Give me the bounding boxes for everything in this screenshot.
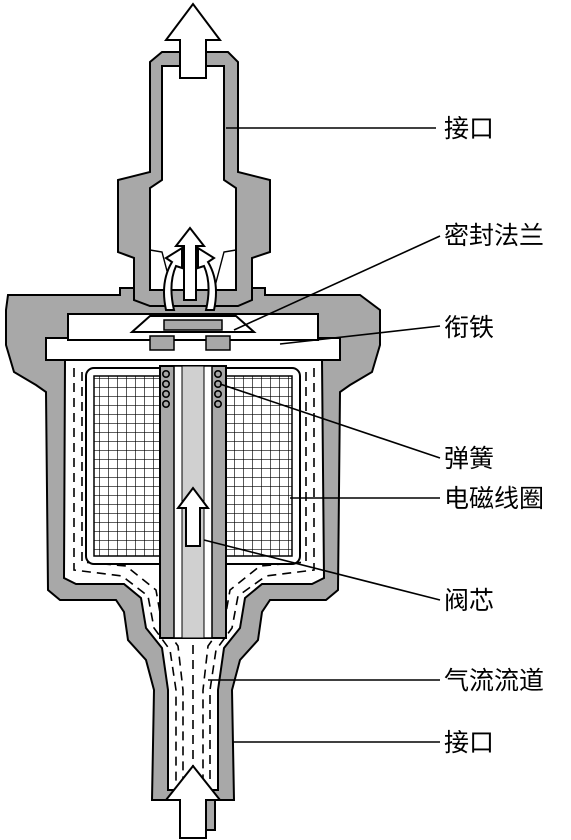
label-seal-flange: 密封法兰 xyxy=(444,221,544,250)
label-inlet-bottom: 接口 xyxy=(444,728,494,757)
label-spring: 弹簧 xyxy=(444,444,494,473)
flow-arrows xyxy=(163,2,223,839)
label-coil: 电磁线圈 xyxy=(444,484,544,513)
label-inlet-top: 接口 xyxy=(444,114,494,143)
core-arrow xyxy=(176,486,210,547)
seal-arrow-left xyxy=(163,246,183,311)
label-valve-core: 阀芯 xyxy=(444,586,494,615)
armature xyxy=(45,313,341,361)
labels: 接口 密封法兰 衔铁 弹簧 电磁线圈 阀芯 气流流道 接口 xyxy=(444,114,544,757)
label-armature: 衔铁 xyxy=(444,313,494,342)
seal-arrow-right xyxy=(197,246,217,311)
label-air-passage: 气流流道 xyxy=(444,666,544,695)
seal-flange xyxy=(129,315,257,333)
inlet-arrow xyxy=(163,764,223,839)
outlet-arrow xyxy=(164,2,222,79)
upper-port xyxy=(117,51,271,307)
spring xyxy=(162,369,223,408)
seal-arrow-center xyxy=(173,226,207,301)
leader-lines xyxy=(203,127,441,743)
coil xyxy=(85,367,301,565)
